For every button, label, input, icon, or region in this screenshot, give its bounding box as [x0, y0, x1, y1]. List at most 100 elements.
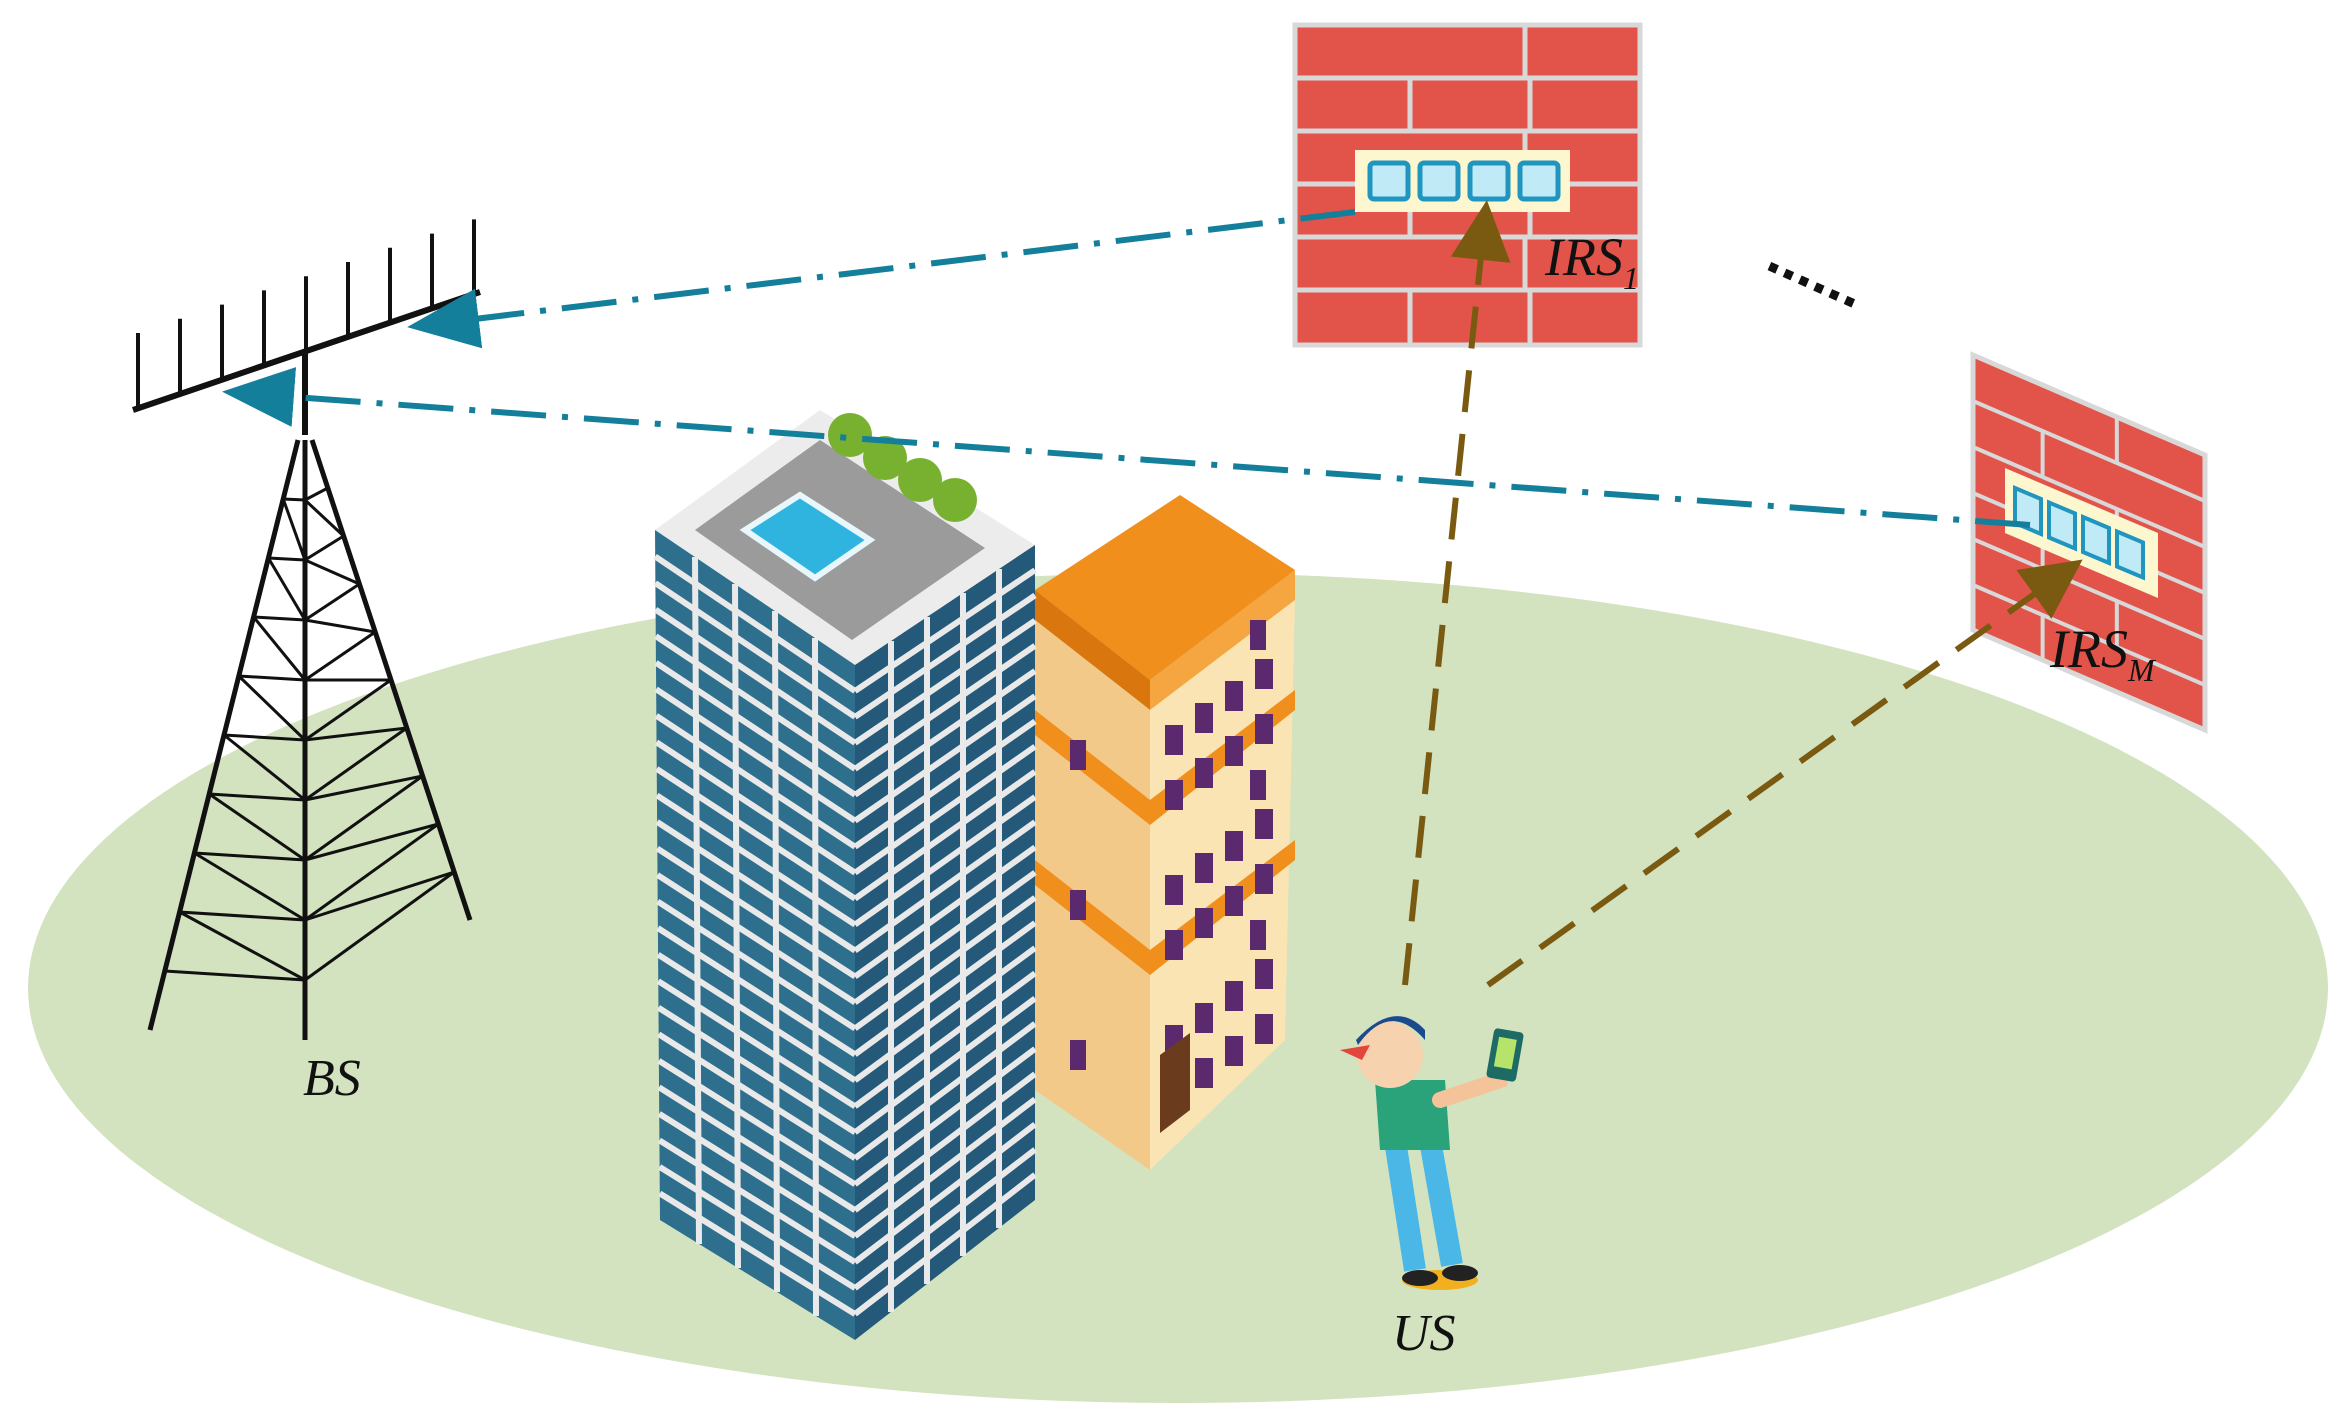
window-floor-line [658, 1164, 857, 1291]
tower-strut [283, 497, 306, 502]
window-floor-line [656, 952, 857, 1083]
us-to-irs-1-link [1402, 200, 1511, 986]
irs-element [2047, 499, 2077, 552]
house-window [1195, 908, 1213, 938]
window-floor-line [657, 1084, 857, 1213]
window-floor-line [656, 925, 857, 1057]
window-floor-line [655, 819, 857, 954]
tower-strut [304, 630, 377, 682]
brick-mortar [1972, 537, 2206, 641]
house-window [1255, 959, 1273, 989]
window-floor-line [654, 686, 857, 824]
tower-brace [304, 774, 423, 802]
house-window [1070, 740, 1086, 770]
window-floor-line [656, 978, 857, 1109]
brick-mortar [1972, 583, 2206, 687]
house-window [1255, 659, 1273, 689]
irs-m-to-bs-link [222, 367, 2031, 528]
tower-strut [304, 774, 424, 862]
tower-strut [304, 870, 456, 982]
plant-icon [863, 436, 907, 480]
window-floor-line [853, 844, 1037, 979]
window-column-line [772, 610, 780, 1293]
irs-element [2081, 513, 2111, 567]
window-floor-line [653, 580, 857, 720]
window-floor-line [853, 945, 1037, 1083]
us-to-irs-m-link [1486, 559, 2083, 988]
tower-strut [268, 556, 306, 562]
tower-brace [281, 498, 307, 561]
window-floor-line [657, 1031, 857, 1161]
window-floor-line [655, 766, 857, 902]
irs-element [1517, 160, 1561, 202]
office-tower-building-icon [653, 410, 1037, 1340]
irs-element [1417, 160, 1461, 202]
house-window [1255, 864, 1273, 894]
window-floor-line [853, 1046, 1037, 1187]
house-window [1225, 886, 1243, 916]
tower-brace [223, 733, 306, 802]
window-floor-line [853, 1071, 1037, 1213]
tower-brace [208, 792, 306, 862]
tower-brace [178, 910, 306, 982]
house-window [1225, 736, 1243, 766]
tower-strut [253, 615, 306, 622]
window-column-line [692, 556, 702, 1245]
house-window [1165, 930, 1183, 960]
window-floor-line [853, 996, 1037, 1135]
residential-building-icon [1035, 495, 1295, 1170]
irs-element [1367, 160, 1411, 202]
window-floor-line [657, 1111, 857, 1239]
window-floor-line [853, 1096, 1037, 1239]
window-floor-line [853, 592, 1037, 720]
irs-1-wall-icon [1292, 22, 1643, 348]
house-window [1165, 875, 1183, 905]
window-floor-line [656, 899, 857, 1031]
tower-strut [209, 792, 306, 802]
tower-brace [304, 558, 361, 586]
window-floor-line [853, 1021, 1037, 1161]
house-window [1195, 1003, 1213, 1033]
tower-brace [304, 870, 455, 922]
irs-element [2115, 528, 2145, 581]
base-station-tower-icon [132, 219, 481, 1040]
window-floor-line [853, 819, 1037, 954]
house-window [1225, 831, 1243, 861]
tower-brace [304, 618, 376, 634]
tower-strut [304, 534, 345, 562]
window-floor-line [853, 769, 1037, 902]
window-floor-line [657, 1058, 857, 1187]
tower-brace [304, 726, 407, 742]
ellipsis-label: ...... [1759, 219, 1878, 321]
window-floor-line [655, 792, 857, 928]
tower-strut [164, 969, 306, 982]
tower-strut [238, 674, 306, 682]
window-floor-line [654, 713, 857, 850]
bs-label: BS [303, 1050, 361, 1107]
tower-brace [252, 616, 307, 681]
irs-m-label: IRSM [2049, 619, 2157, 688]
plant-icon [933, 478, 977, 522]
window-floor-line [654, 660, 857, 798]
plant-icon [898, 458, 942, 502]
irs-element [1467, 160, 1511, 202]
window-floor-line [853, 1172, 1037, 1317]
user-with-phone-icon [1340, 1016, 1524, 1290]
house-window [1195, 853, 1213, 883]
window-floor-line [853, 718, 1037, 850]
plant-icon [828, 413, 872, 457]
window-floor-line [853, 693, 1037, 824]
window-floor-line [853, 1122, 1037, 1265]
tower-strut [304, 678, 392, 742]
tower-strut [304, 486, 329, 502]
window-floor-line [853, 668, 1037, 798]
house-window [1165, 780, 1183, 810]
window-floor-line [653, 554, 857, 694]
house-window [1225, 981, 1243, 1011]
window-floor-line [853, 567, 1037, 694]
house-window [1255, 1014, 1273, 1044]
window-floor-line [853, 618, 1037, 746]
window-floor-line [853, 794, 1037, 928]
window-floor-line [853, 744, 1037, 876]
